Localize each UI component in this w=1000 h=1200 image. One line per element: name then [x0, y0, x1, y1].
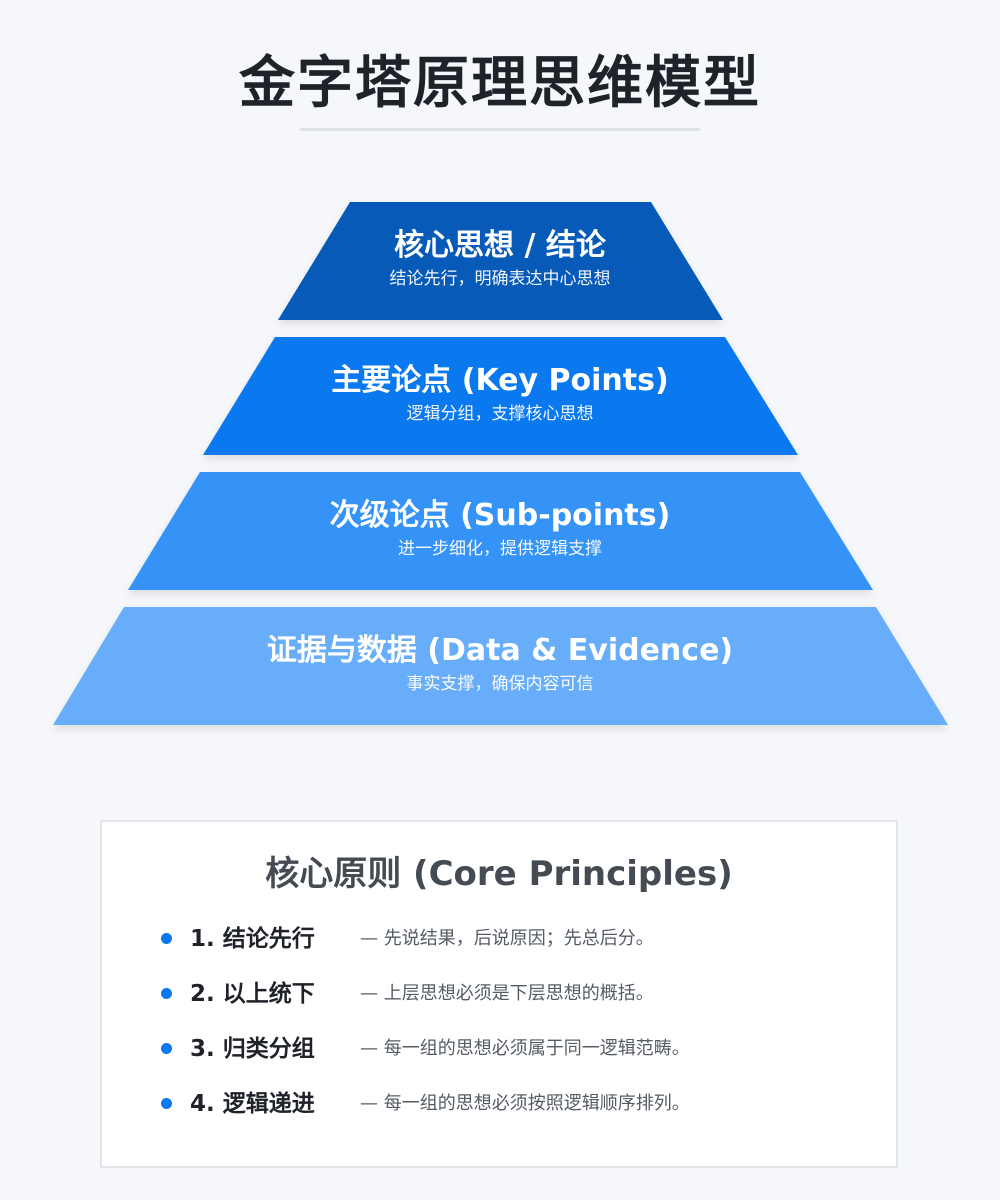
bullet-dot-icon [161, 1098, 172, 1109]
pyramid-diagram: 核心思想 / 结论 结论先行，明确表达中心思想 主要论点 (Key Points… [0, 202, 1000, 725]
pyramid-layer-title: 证据与数据 (Data & Evidence) [266, 633, 734, 668]
pyramid-layer-title: 核心思想 / 结论 [394, 228, 606, 263]
title-divider [300, 128, 700, 131]
principle-label: 3. 归类分组 [190, 1036, 315, 1062]
principle-label: 2. 以上统下 [190, 981, 315, 1007]
principles-title: 核心原则 (Core Principles) [265, 854, 733, 894]
principles-card: 核心原则 (Core Principles) 1. 结论先行 — 先说结果，后说… [100, 820, 898, 1168]
bullet-dot-icon [161, 933, 172, 944]
principle-description: — 每一组的思想必须按照逻辑顺序排列。 [360, 1093, 690, 1114]
pyramid-layer-description: 进一步细化，提供逻辑支撑 [398, 539, 602, 559]
pyramid-layer-shape [53, 607, 948, 725]
page-title: 金字塔原理思维模型 [239, 51, 761, 116]
pyramid-layer-evidence: 证据与数据 (Data & Evidence) 事实支撑，确保内容可信 [0, 607, 1000, 725]
principle-description: — 先说结果，后说原因；先总后分。 [360, 928, 654, 949]
principle-description: — 每一组的思想必须属于同一逻辑范畴。 [360, 1038, 690, 1059]
principle-item: 1. 结论先行 — 先说结果，后说原因；先总后分。 [102, 922, 896, 962]
principle-item: 4. 逻辑递进 — 每一组的思想必须按照逻辑顺序排列。 [102, 1087, 896, 1127]
pyramid-layer-sub-points: 次级论点 (Sub-points) 进一步细化，提供逻辑支撑 [0, 472, 1000, 590]
pyramid-layer-shape [128, 472, 873, 590]
pyramid-layer-title: 主要论点 (Key Points) [331, 363, 669, 398]
principle-label: 4. 逻辑递进 [190, 1091, 315, 1117]
pyramid-layer-description: 逻辑分组，支撑核心思想 [406, 404, 594, 424]
pyramid-layer-key-points: 主要论点 (Key Points) 逻辑分组，支撑核心思想 [0, 337, 1000, 455]
pyramid-layer-core-idea: 核心思想 / 结论 结论先行，明确表达中心思想 [0, 202, 1000, 320]
principle-description: — 上层思想必须是下层思想的概括。 [360, 983, 654, 1004]
bullet-dot-icon [161, 1043, 172, 1054]
principle-label: 1. 结论先行 [190, 926, 315, 952]
pyramid-layer-description: 结论先行，明确表达中心思想 [389, 269, 611, 289]
principle-item: 2. 以上统下 — 上层思想必须是下层思想的概括。 [102, 977, 896, 1017]
bullet-dot-icon [161, 988, 172, 999]
pyramid-layer-title: 次级论点 (Sub-points) [329, 498, 671, 533]
pyramid-layer-description: 事实支撑，确保内容可信 [406, 674, 594, 694]
principle-item: 3. 归类分组 — 每一组的思想必须属于同一逻辑范畴。 [102, 1032, 896, 1072]
pyramid-layer-shape [203, 337, 798, 455]
pyramid-layer-shape [278, 202, 723, 320]
